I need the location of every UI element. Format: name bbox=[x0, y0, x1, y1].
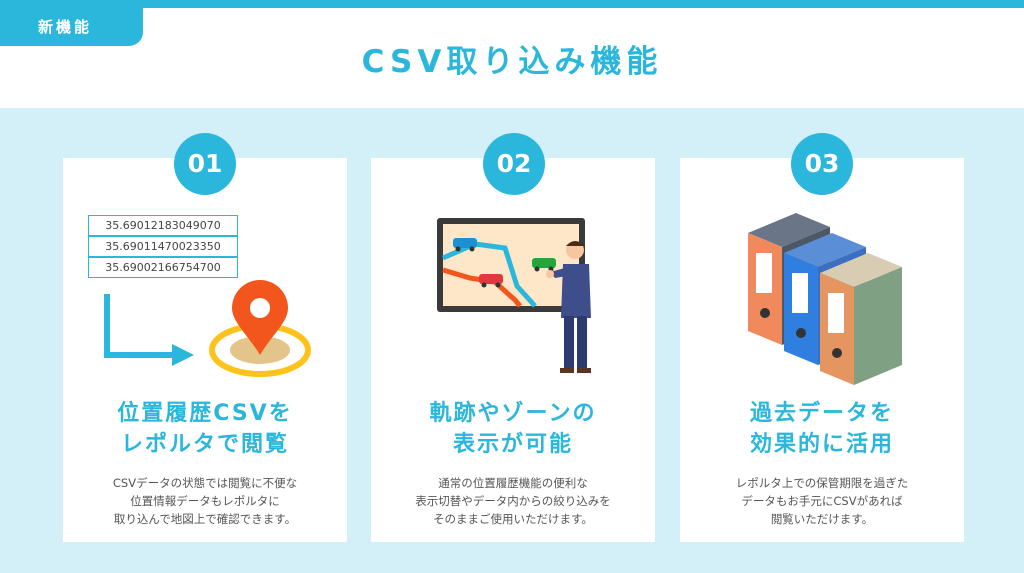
card-description-1: CSVデータの状態では閲覧に不便な 位置情報データもレポルタに 取り込んで地図上… bbox=[63, 474, 347, 528]
card-number-3: 03 bbox=[791, 133, 853, 195]
description-line: レポルタ上での保管期限を過ぎた bbox=[735, 476, 909, 490]
heading-line: 表示が可能 bbox=[452, 432, 573, 457]
card-heading-3: 過去データを 効果的に活用 bbox=[680, 398, 964, 460]
heading-line: レポルタで閲覧 bbox=[120, 432, 289, 457]
red-car-icon bbox=[479, 274, 503, 288]
coordinate-cell: 35.69011470023350 bbox=[88, 236, 238, 257]
description-line: 表示切替やデータ内からの絞り込みを bbox=[415, 494, 611, 508]
presenter-man-icon bbox=[546, 241, 591, 373]
coordinate-cell: 35.69012183049070 bbox=[88, 215, 238, 236]
coordinate-cell: 35.69002166754700 bbox=[88, 257, 238, 278]
description-line: 閲覧いただけます。 bbox=[770, 512, 874, 526]
header bbox=[0, 8, 1024, 108]
map-presentation-icon bbox=[437, 218, 591, 373]
binders-illustration bbox=[738, 205, 913, 385]
description-line: 通常の位置履歴機能の便利な bbox=[438, 476, 588, 490]
binders-icon bbox=[748, 213, 902, 385]
heading-line: 過去データを bbox=[749, 401, 894, 426]
new-feature-badge: 新機能 bbox=[0, 8, 143, 46]
arrow-head-icon bbox=[172, 344, 194, 366]
arrow-and-pin-graphic bbox=[104, 280, 311, 377]
description-line: 取り込んで地図上で確認できます。 bbox=[113, 512, 297, 526]
heading-line: 軌跡やゾーンの bbox=[429, 401, 597, 426]
description-line: データもお手元にCSVがあれば bbox=[741, 494, 903, 508]
heading-line: 位置履歴CSVを bbox=[117, 401, 293, 426]
description-line: 位置情報データもレポルタに bbox=[130, 494, 280, 508]
page-title: CSV取り込み機能 bbox=[361, 44, 663, 80]
card-number-1: 01 bbox=[174, 133, 236, 195]
top-accent-bar bbox=[0, 0, 1024, 8]
binder-green bbox=[820, 253, 902, 385]
card-heading-1: 位置履歴CSVを レポルタで閲覧 bbox=[63, 398, 347, 460]
card-heading-2: 軌跡やゾーンの 表示が可能 bbox=[371, 398, 655, 460]
card-description-3: レポルタ上での保管期限を過ぎた データもお手元にCSVがあれば 閲覧いただけます… bbox=[680, 474, 964, 528]
card-number-2: 02 bbox=[483, 133, 545, 195]
card-description-2: 通常の位置履歴機能の便利な 表示切替やデータ内からの絞り込みを そのままご使用い… bbox=[371, 474, 655, 528]
csv-to-map-illustration: 35.69012183049070 35.69011470023350 35.6… bbox=[80, 210, 330, 390]
description-line: そのままご使用いただけます。 bbox=[433, 512, 593, 526]
heading-line: 効果的に活用 bbox=[749, 432, 894, 457]
arrow-line bbox=[104, 294, 175, 358]
blue-car-icon bbox=[453, 238, 477, 252]
map-pin-icon bbox=[232, 280, 288, 355]
map-presentation-illustration bbox=[425, 208, 605, 388]
description-line: CSVデータの状態では閲覧に不便な bbox=[112, 476, 298, 490]
